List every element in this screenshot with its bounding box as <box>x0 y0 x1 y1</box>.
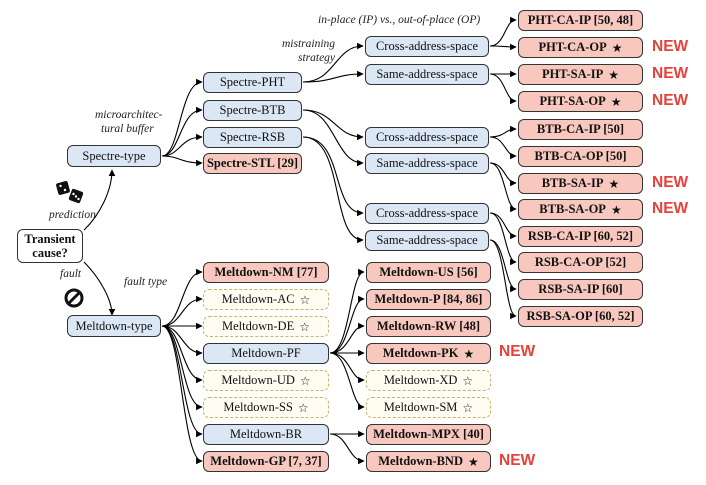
new-badge-meltdown-pk: NEW <box>499 343 536 360</box>
new-badge-pht-sa-ip: NEW <box>652 65 689 82</box>
meltdown-xd-node: Meltdown-XD ☆ <box>366 370 491 391</box>
new-badge-btb-sa-op: NEW <box>652 200 689 217</box>
new-badge-btb-sa-ip: NEW <box>652 174 689 191</box>
meltdown-mpx-node: Meltdown-MPX [40] <box>366 424 491 445</box>
btb-sa-ip-label: BTB-SA-IP <box>541 176 604 191</box>
spectre-rsb-node: Spectre-RSB <box>203 127 302 148</box>
meltdown-ac-node: Meltdown-AC ☆ <box>203 289 329 310</box>
filled-star-icon: ★ <box>608 67 620 82</box>
empty-star-icon: ☆ <box>297 400 309 415</box>
meltdown-pk-node: Meltdown-PK ★ <box>366 343 491 364</box>
pht-sa-op-label: PHT-SA-OP <box>539 94 606 109</box>
label-mistraining-line1: mistraining <box>282 38 336 50</box>
meltdown-ss-label: Meltdown-SS <box>223 400 293 415</box>
btb-ca-ip-node: BTB-CA-IP [50] <box>518 119 643 140</box>
spectre-stl-node: Spectre-STL [29] <box>203 153 302 174</box>
filled-star-icon: ★ <box>467 454 479 469</box>
new-badge-pht-sa-op: NEW <box>652 92 689 109</box>
meltdown-nm-node: Meltdown-NM [77] <box>203 262 329 283</box>
label-microarch-line1: microarchitec- <box>95 109 163 121</box>
pht-sa-ip-node: PHT-SA-IP ★ <box>518 64 643 85</box>
btb-sa-op-node: BTB-SA-OP ★ <box>518 199 643 220</box>
pht-sa-ip-label: PHT-SA-IP <box>541 67 604 82</box>
empty-star-icon: ☆ <box>299 319 310 334</box>
rsb-ca-ip-node: RSB-CA-IP [60, 52] <box>518 226 643 247</box>
meltdown-rw-node: Meltdown-RW [48] <box>366 316 491 337</box>
empty-star-icon: ☆ <box>299 292 311 307</box>
meltdown-de-node: Meltdown-DE ☆ <box>203 316 329 337</box>
meltdown-p-node: Meltdown-P [84, 86] <box>366 289 491 310</box>
meltdown-ss-node: Meltdown-SS ☆ <box>203 397 329 418</box>
label-fault: fault <box>60 268 82 280</box>
meltdown-xd-label: Meltdown-XD <box>383 373 458 388</box>
prohibited-icon <box>64 288 84 308</box>
meltdown-de-label: Meltdown-DE <box>222 319 295 334</box>
pht-ca-op-label: PHT-CA-OP <box>538 40 607 55</box>
label-microarchitectural-buffer: microarchitec- tural buffer <box>95 109 162 137</box>
label-fault-type: fault type <box>124 276 168 288</box>
pht-cross-address-space-node: Cross-address-space <box>365 36 489 57</box>
meltdown-ud-node: Meltdown-UD ☆ <box>203 370 329 391</box>
meltdown-br-node: Meltdown-BR <box>203 424 329 445</box>
new-badge-meltdown-bnd: NEW <box>499 452 536 469</box>
meltdown-sm-node: Meltdown-SM ☆ <box>366 397 491 418</box>
new-badge-pht-ca-op: NEW <box>652 38 689 55</box>
rsb-sa-op-node: RSB-SA-OP [60, 52] <box>518 306 643 327</box>
btb-ca-op-node: BTB-CA-OP [50] <box>518 146 643 167</box>
meltdown-type-node: Meltdown-type <box>67 315 161 337</box>
filled-star-icon: ★ <box>610 202 622 217</box>
rsb-ca-op-node: RSB-CA-OP [52] <box>518 252 643 273</box>
empty-star-icon: ☆ <box>462 373 474 388</box>
rsb-same-address-space-node: Same-address-space <box>365 230 489 251</box>
empty-star-icon: ☆ <box>299 373 311 388</box>
meltdown-sm-label: Meltdown-SM <box>383 400 458 415</box>
filled-star-icon: ★ <box>463 346 475 361</box>
transient-cause-node: Transient cause? <box>17 229 83 263</box>
transient-cause-line2: cause? <box>32 246 68 260</box>
pht-same-address-space-node: Same-address-space <box>365 64 489 85</box>
btb-cross-address-space-node: Cross-address-space <box>365 127 489 148</box>
label-prediction: prediction <box>49 209 96 221</box>
pht-ca-ip-node: PHT-CA-IP [50, 48] <box>518 10 643 31</box>
spectre-pht-node: Spectre-PHT <box>203 72 302 93</box>
btb-same-address-space-node: Same-address-space <box>365 153 489 174</box>
btb-sa-ip-node: BTB-SA-IP ★ <box>518 173 643 194</box>
meltdown-ud-label: Meltdown-UD <box>221 373 295 388</box>
btb-sa-op-label: BTB-SA-OP <box>539 202 606 217</box>
pht-sa-op-node: PHT-SA-OP ★ <box>518 91 643 112</box>
label-ip-vs-op: in-place (IP) vs., out-of-place (OP) <box>318 14 481 26</box>
label-microarch-line2: tural buffer <box>101 122 154 135</box>
filled-star-icon: ★ <box>608 176 620 191</box>
pht-ca-op-node: PHT-CA-OP ★ <box>518 37 643 58</box>
label-mistraining-line2: strategy <box>297 51 336 64</box>
meltdown-pk-label: Meltdown-PK <box>382 346 459 361</box>
filled-star-icon: ★ <box>610 94 622 109</box>
meltdown-bnd-node: Meltdown-BND ★ <box>366 451 491 472</box>
spectre-btb-node: Spectre-BTB <box>203 100 302 121</box>
spectre-type-node: Spectre-type <box>67 145 161 167</box>
meltdown-ac-label: Meltdown-AC <box>221 292 295 307</box>
filled-star-icon: ★ <box>611 40 623 55</box>
rsb-sa-ip-node: RSB-SA-IP [60] <box>518 279 643 300</box>
meltdown-bnd-label: Meltdown-BND <box>378 454 463 469</box>
meltdown-pf-node: Meltdown-PF <box>203 343 329 364</box>
label-mistraining: mistraining strategy <box>282 38 335 66</box>
dice-icon <box>56 181 84 204</box>
meltdown-us-node: Meltdown-US [56] <box>366 262 491 283</box>
transient-cause-line1: Transient <box>24 231 76 246</box>
rsb-cross-address-space-node: Cross-address-space <box>365 203 489 224</box>
meltdown-gp-node: Meltdown-GP [7, 37] <box>203 451 329 472</box>
empty-star-icon: ☆ <box>462 400 474 415</box>
